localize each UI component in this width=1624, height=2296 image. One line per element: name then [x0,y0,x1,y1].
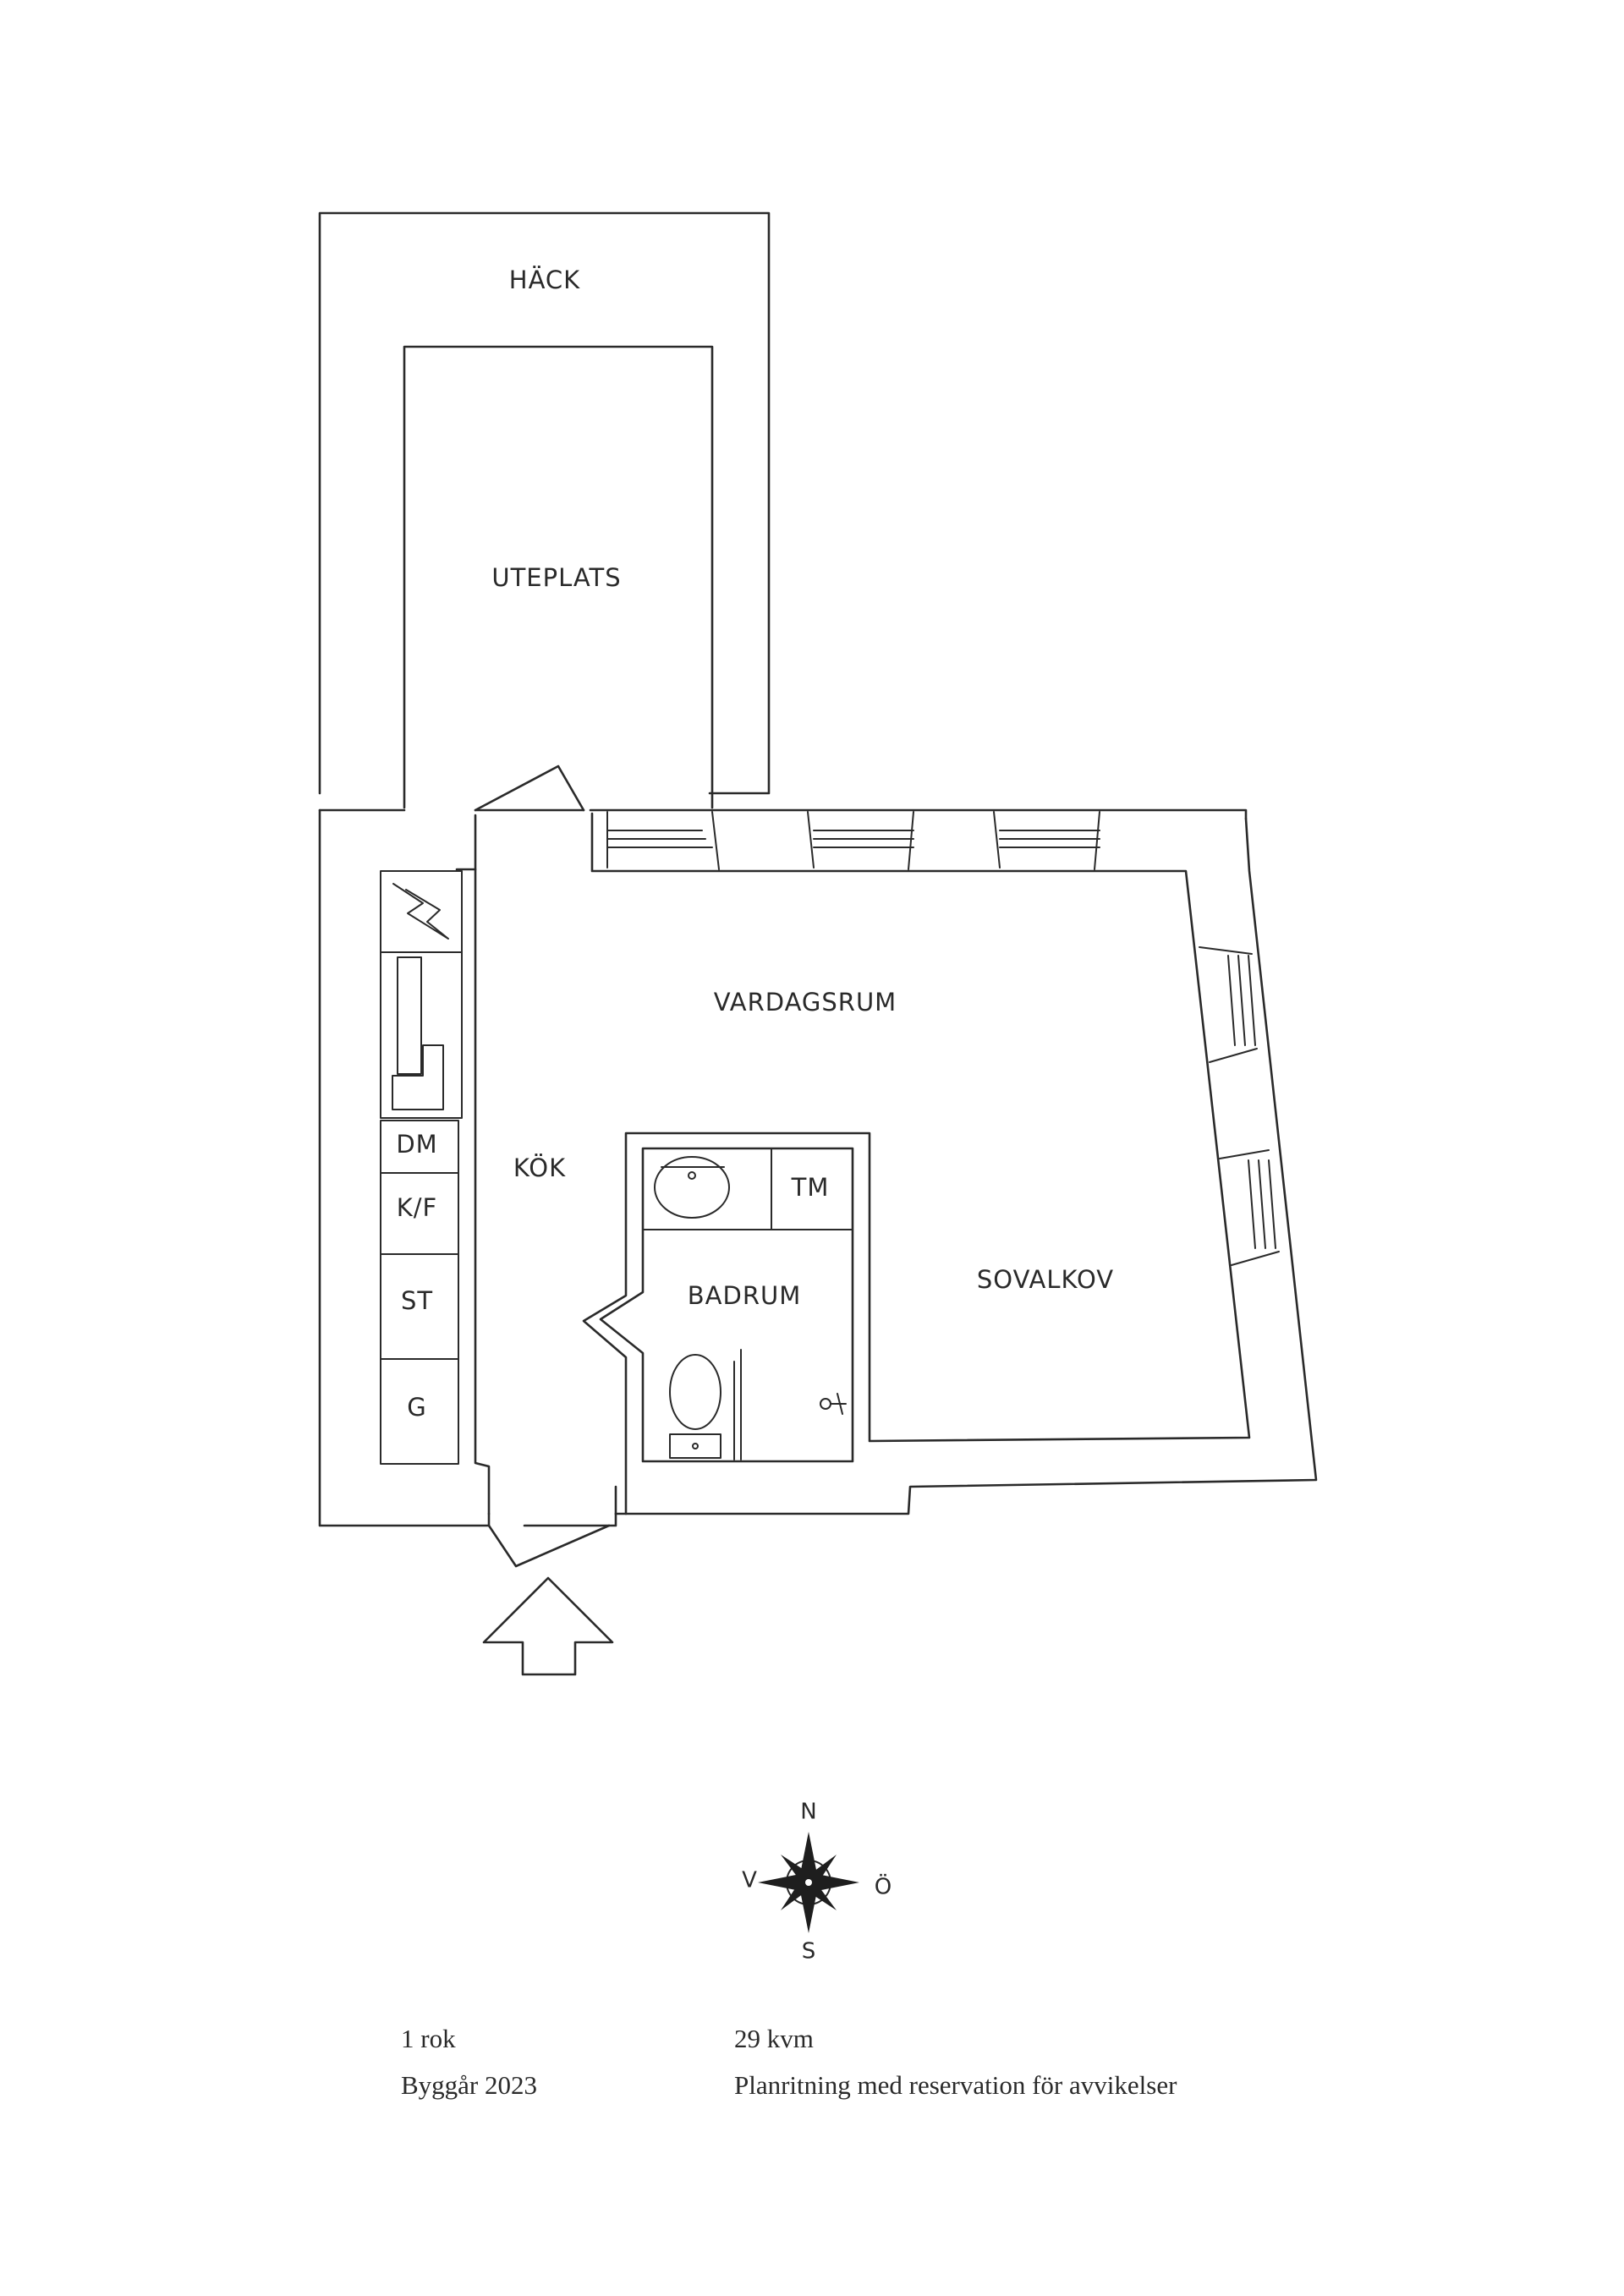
electric-symbol-icon [392,883,449,940]
label-hack: HÄCK [509,266,580,294]
garden-area [318,211,771,809]
wardrobe-unit [380,1358,459,1465]
sink-counter [642,1148,772,1230]
label-badrum: BADRUM [688,1281,801,1310]
label-g: G [407,1393,426,1422]
label-kok: KÖK [513,1153,566,1182]
terrace-outline [403,345,714,809]
info-disclaimer: Planritning med reservation för avvikels… [734,2070,1177,2100]
living-room-wall [582,812,1251,1515]
label-vardagsrum: VARDAGSRUM [714,988,897,1016]
label-st: ST [401,1286,433,1315]
info-area: 29 kvm [734,2024,814,2053]
window-2 [807,811,914,870]
label-sovalkov: SOVALKOV [977,1265,1114,1294]
entrance-door [487,1524,611,1568]
entrance-arrow-icon [482,1576,614,1676]
window-3 [993,811,1100,870]
kitchen-units [380,870,463,1465]
info-built-year: Byggår 2023 [401,2070,538,2100]
outer-walls [318,808,1318,1527]
doors [474,764,611,1568]
toilet-tank [669,1433,721,1459]
compass-east: Ö [875,1873,892,1900]
compass-north: N [800,1800,816,1825]
window-east-1 [1199,946,1258,1063]
hedge-outline [318,211,771,795]
info-rooms-count: 1 rok [401,2024,456,2053]
kitchen-wall-west [474,814,491,1515]
sink-unit [380,951,463,1119]
compass-west: V [742,1868,757,1893]
compass-rose-icon [758,1832,859,1933]
bathroom-fixtures [642,1148,853,1460]
label-dm: DM [396,1130,437,1159]
sink-icon [654,1156,730,1219]
window-east-2 [1219,1149,1280,1266]
shower-icon [820,1393,847,1415]
label-tm: TM [791,1173,830,1202]
terrace-door [474,764,585,812]
windows [606,811,1280,1266]
label-uteplats: UTEPLATS [491,563,621,592]
label-kf: K/F [397,1193,437,1222]
washing-machine-box [771,1148,853,1230]
window-1 [606,811,720,870]
compass-south: S [802,1939,816,1964]
toilet-icon [669,1354,721,1430]
